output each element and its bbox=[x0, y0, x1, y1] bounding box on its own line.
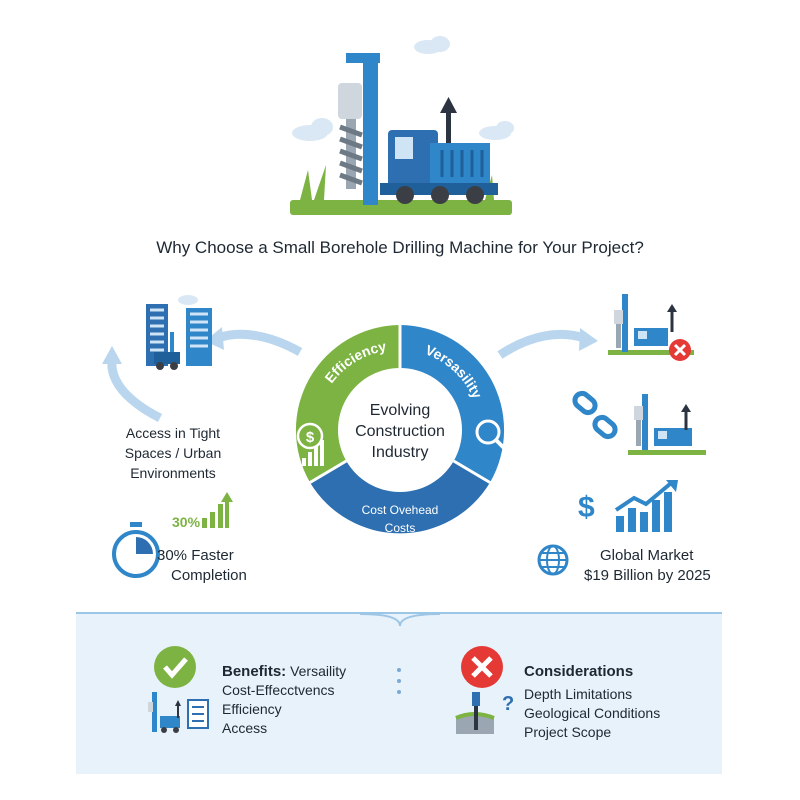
access-text: Access in Tight Spaces / Urban Environme… bbox=[108, 423, 238, 483]
cost-segment bbox=[310, 461, 490, 534]
arrow-right-upper bbox=[497, 329, 586, 359]
curved-arrows bbox=[102, 327, 598, 423]
faster-completion-text: 30% Faster Completion bbox=[157, 546, 247, 586]
arrow-left-lower bbox=[107, 359, 163, 423]
cost-label-line1: Cost Ovehead bbox=[362, 503, 439, 517]
faster-line2: Completion bbox=[171, 567, 247, 584]
rig-checklist-icon bbox=[148, 692, 209, 733]
market-growth-chart-icon bbox=[614, 480, 678, 532]
consideration-item: Geological Conditions bbox=[524, 705, 661, 721]
ring-center-text: Evolving Construction Industry bbox=[347, 400, 453, 463]
arrow-left-upper bbox=[216, 329, 303, 356]
dollar-sign: $ bbox=[578, 491, 595, 524]
panel-top-notch bbox=[360, 613, 440, 627]
considerations-list: Considerations Depth Limitations Geologi… bbox=[524, 662, 660, 742]
versatility-segment bbox=[400, 325, 505, 483]
access-line1: Access in Tight bbox=[125, 425, 221, 441]
consideration-item: Depth Limitations bbox=[524, 686, 633, 702]
access-line2: Spaces / Urban bbox=[124, 445, 222, 461]
magnifier-icon bbox=[475, 419, 506, 450]
city-buildings-icon bbox=[146, 295, 212, 370]
page-title: Why Choose a Small Borehole Drilling Mac… bbox=[156, 238, 644, 257]
x-circle-icon bbox=[461, 646, 503, 688]
center-line3: Industry bbox=[371, 444, 429, 461]
access-line3: Environments bbox=[130, 465, 216, 481]
chain-link-icon bbox=[572, 390, 618, 440]
growth-bars-icon bbox=[202, 492, 233, 528]
global-market-text: Global Market $19 Billion by 2025 bbox=[584, 546, 711, 586]
considerations-heading: Considerations bbox=[524, 663, 634, 680]
globe-icon bbox=[537, 544, 569, 576]
drill-ground-question-icon: ? bbox=[455, 692, 514, 734]
center-line1: Evolving bbox=[369, 402, 431, 419]
benefit-item: Cost-Effecctvencs bbox=[222, 682, 335, 698]
benefits-list: Benefits: Versaility Cost-Effecctvencs E… bbox=[222, 662, 346, 738]
check-circle-icon bbox=[154, 646, 196, 688]
market-line1: Global Market bbox=[600, 547, 694, 564]
stopwatch-icon bbox=[112, 522, 160, 578]
benefit-item: Efficiency bbox=[222, 701, 282, 717]
small-rig-icon bbox=[628, 394, 706, 455]
cloud-icon bbox=[292, 36, 514, 141]
consideration-item: Project Scope bbox=[524, 724, 612, 740]
cost-label-line2: Costs bbox=[385, 521, 416, 535]
svg-text:?: ? bbox=[502, 693, 514, 715]
center-line2: Construction bbox=[355, 423, 445, 440]
benefit-item: Access bbox=[222, 720, 268, 736]
panel-divider-dots bbox=[397, 668, 403, 694]
growth-percent: 30% bbox=[172, 514, 201, 530]
svg-text:$: $ bbox=[306, 429, 315, 446]
faster-line1: 30% Faster bbox=[157, 547, 234, 564]
benefits-heading: Benefits: bbox=[222, 663, 287, 680]
benefit-item: Versaility bbox=[290, 663, 347, 679]
dollar-coin-icon: $ bbox=[296, 422, 324, 466]
drilling-rig-illustration bbox=[290, 36, 514, 215]
construction-ring-diagram: Efficiency Versasility Cost Ovehead Cost… bbox=[295, 325, 506, 535]
market-line2: $19 Billion by 2025 bbox=[584, 567, 711, 584]
rig-warning-icon bbox=[608, 294, 694, 361]
